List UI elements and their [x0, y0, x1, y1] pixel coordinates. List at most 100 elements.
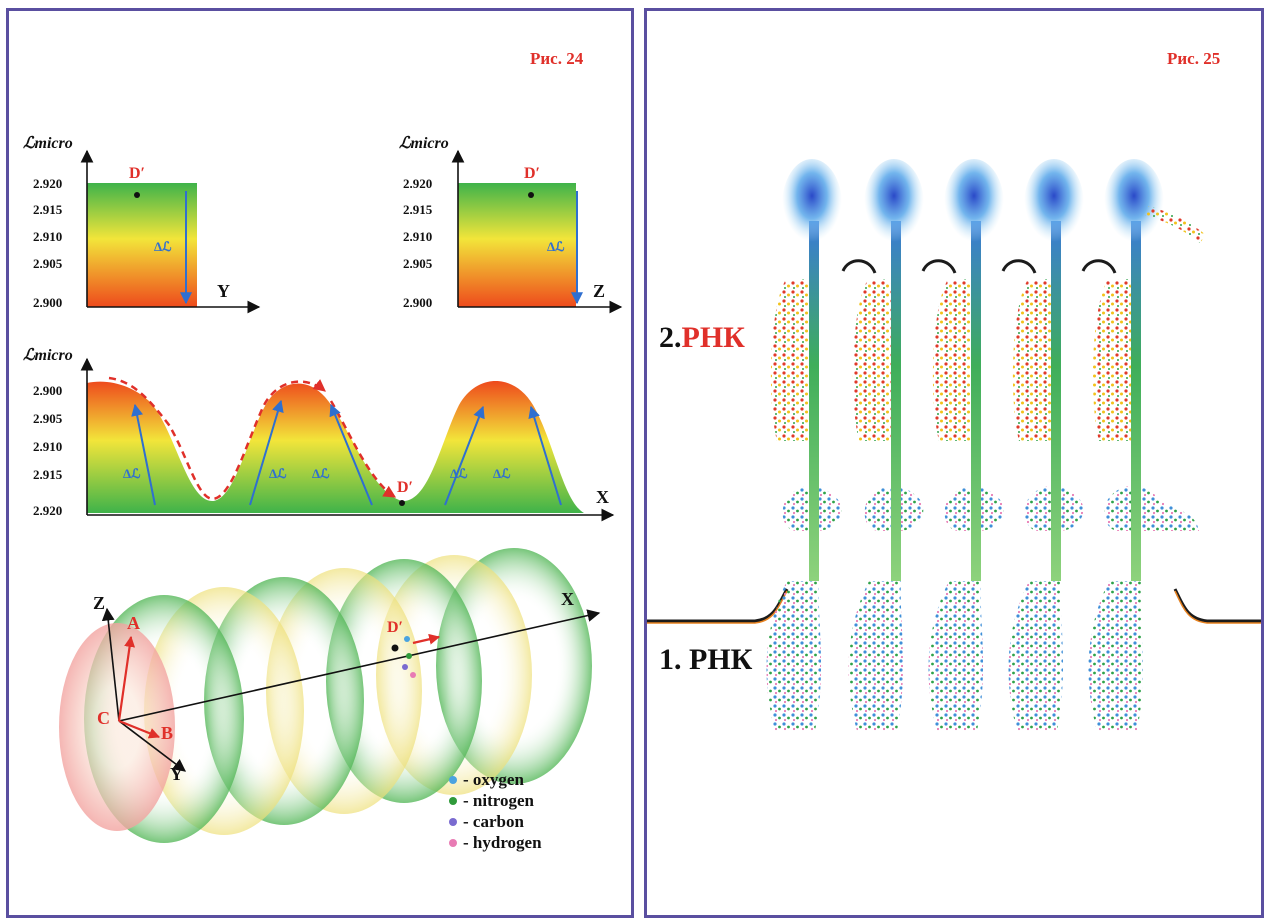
rnk-top-cloud: [1024, 159, 1084, 251]
chart-x-arrow-3: [329, 403, 373, 506]
rnk1-body: [1008, 581, 1064, 731]
chart-y-delta-label: Δℒ: [154, 239, 172, 254]
chart-z-fill: [458, 183, 576, 307]
chart-x-tick: 2.900: [33, 383, 63, 398]
chart-y-tick: 2.905: [33, 256, 63, 271]
chart-x-arrow-1: [131, 403, 156, 506]
legend-label: - oxygen: [463, 770, 524, 789]
rnk-stem: [1051, 221, 1061, 581]
chart-y-fill: [87, 183, 197, 307]
rnk2-text: РНК: [681, 321, 745, 354]
rnk-arc: [1001, 259, 1037, 274]
chart-x-arrow-2: [249, 399, 284, 506]
cylinder-y-axis: [118, 720, 187, 772]
chart-x: [80, 357, 615, 522]
carbon-dot-icon: [449, 817, 457, 826]
membrane-right: [1173, 588, 1261, 623]
chart-x-point: [399, 500, 405, 506]
nitrogen-dot-icon: [449, 796, 457, 805]
cylinder: [59, 548, 601, 843]
legend-label: - hydrogen: [463, 833, 542, 852]
rnk1-label: 1. РНК: [659, 643, 753, 676]
cylinder-y-label: Y: [170, 764, 183, 784]
rnk-strand-3: [921, 159, 1004, 731]
cylinder-front-face: [59, 623, 175, 831]
chart-z-tick: 2.905: [403, 256, 433, 271]
rnk-stem: [891, 221, 901, 581]
chart-x-red-path-1: [108, 376, 326, 501]
cylinder-z-axis: [101, 607, 120, 722]
rnk-arc: [841, 259, 877, 274]
figure-25-panel: Рис. 25: [644, 8, 1264, 918]
rnk-strand-4: [1001, 159, 1084, 731]
chart-x-axis-letter: X: [596, 487, 609, 507]
chart-y-tick: 2.900: [33, 295, 63, 310]
rnk-top-cloud: [864, 159, 924, 251]
legend-label: - nitrogen: [463, 791, 534, 810]
cylinder-a-label: A: [127, 613, 140, 633]
membrane-right-orange: [1174, 590, 1261, 624]
chart-x-axis-label: ℒmicro: [23, 347, 73, 364]
cylinder-vector-a: [117, 635, 136, 722]
rnk-top-cloud: [782, 159, 842, 251]
rnk1-body: [928, 581, 984, 731]
rnk-arc: [921, 259, 957, 274]
chart-y-tick: 2.910: [33, 229, 63, 244]
chart-y-point: [134, 192, 140, 198]
cylinder-x-axis: [118, 609, 601, 722]
legend-item-oxygen: - oxygen: [449, 769, 542, 790]
figure-24-title: Рис. 24: [530, 49, 584, 68]
cylinder-atom-oxygen: [404, 636, 410, 642]
rnk-stem: [971, 221, 981, 581]
figure-24-panel: Рис. 24: [6, 8, 634, 918]
cylinder-d-label: D′: [387, 619, 404, 636]
rnk2-number: 2.: [659, 321, 682, 354]
chart-z-delta-label: Δℒ: [547, 239, 565, 254]
chart-x-tick: 2.910: [33, 439, 63, 454]
chart-z-tick: 2.900: [403, 295, 433, 310]
rnk1-body: [848, 581, 904, 731]
chart-y-point-label: D′: [129, 165, 146, 182]
rnk-strand-2: [841, 159, 924, 731]
rnk-top-cloud: [944, 159, 1004, 251]
figure-25-graphics: [647, 159, 1261, 731]
cylinder-b-label: B: [161, 723, 174, 743]
rnk2-body: [1092, 279, 1139, 441]
rnk1-body: [1088, 581, 1144, 731]
chart-x-delta-label: Δℒ: [123, 466, 141, 481]
chart-x-delta-label: Δℒ: [312, 466, 330, 481]
figure-24-graphics: [59, 149, 623, 843]
rnk1-body: [766, 581, 822, 731]
rnk-stem: [809, 221, 819, 581]
cylinder-z-label: Z: [93, 593, 106, 613]
chart-z-tick: 2.920: [403, 176, 433, 191]
chart-x-arrow-4: [444, 405, 485, 506]
chart-y-tick: 2.915: [33, 202, 63, 217]
rnk2-body: [1012, 279, 1059, 441]
hydrogen-dot-icon: [449, 838, 457, 847]
chart-x-delta-label: Δℒ: [493, 466, 511, 481]
legend-item-nitrogen: - nitrogen: [449, 790, 542, 811]
rnk-strand-5: [1081, 159, 1207, 731]
chart-x-tick: 2.920: [33, 503, 63, 518]
chart-z-axis-letter: Z: [593, 281, 606, 301]
cylinder-vector-b: [118, 719, 161, 739]
chart-z-tick: 2.915: [403, 202, 433, 217]
rnk2-body: [770, 279, 817, 441]
rnk2-body: [852, 279, 899, 441]
legend-item-carbon: - carbon: [449, 811, 542, 832]
legend-item-hydrogen: - hydrogen: [449, 832, 542, 853]
membrane-left: [647, 588, 789, 623]
rnk2-label: 2.РНК: [659, 321, 745, 355]
chart-z-tick: 2.910: [403, 229, 433, 244]
cylinder-x-label: X: [561, 589, 574, 609]
cylinder-vector-d: [412, 633, 441, 645]
rnk-tail: [1145, 206, 1207, 243]
cylinder-atom-carbon: [402, 664, 408, 670]
chart-x-delta-label: Δℒ: [450, 466, 468, 481]
chart-x-arrow-5: [528, 405, 562, 506]
rnk-arc: [1081, 259, 1117, 274]
chart-y-tick: 2.920: [33, 176, 63, 191]
cylinder-atom-nitrogen: [406, 653, 412, 659]
chart-z-axis-label: ℒmicro: [399, 135, 449, 152]
